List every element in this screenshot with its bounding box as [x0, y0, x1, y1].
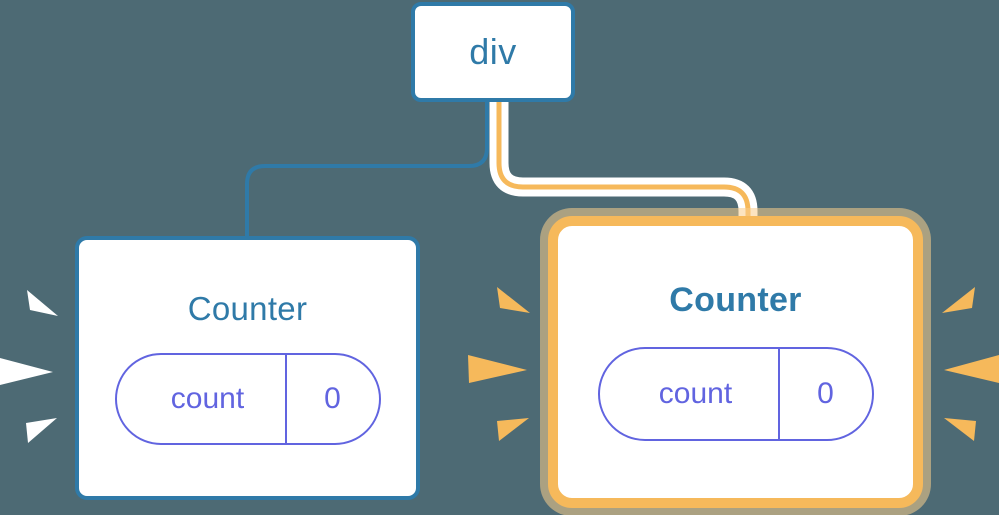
counter-node-left-title: Counter	[187, 289, 308, 327]
counter-node-right-title: Counter	[669, 281, 802, 319]
spark-group-inner-orange	[468, 287, 530, 441]
connector-to-right-counter	[496, 99, 751, 243]
spark-group-outer-orange	[942, 287, 999, 441]
spark-white-middle	[0, 358, 53, 385]
spark-orange-inner-top	[497, 287, 530, 313]
root-node[interactable]: div	[411, 2, 575, 102]
spark-group-left-white	[0, 290, 58, 443]
spark-white-bottom	[26, 418, 57, 443]
counter-node-left-state-pill: count 0	[114, 352, 381, 445]
spark-orange-outer-top	[942, 287, 975, 313]
root-node-label: div	[469, 31, 517, 72]
state-value-label: 0	[777, 349, 872, 439]
spark-orange-outer-middle	[944, 355, 999, 383]
state-key-label: count	[170, 381, 245, 415]
state-value-label: 0	[284, 354, 379, 443]
counter-node-right[interactable]: Counter count 0	[548, 216, 923, 508]
state-key-label: count	[658, 377, 733, 410]
spark-orange-inner-bottom	[497, 418, 529, 441]
connector-to-left-counter	[245, 100, 489, 238]
spark-white-top	[27, 290, 58, 316]
spark-orange-inner-middle	[468, 355, 527, 383]
spark-orange-outer-bottom	[944, 418, 976, 441]
counter-node-left[interactable]: Counter count 0	[75, 236, 420, 500]
counter-node-right-state-pill: count 0	[597, 347, 874, 441]
